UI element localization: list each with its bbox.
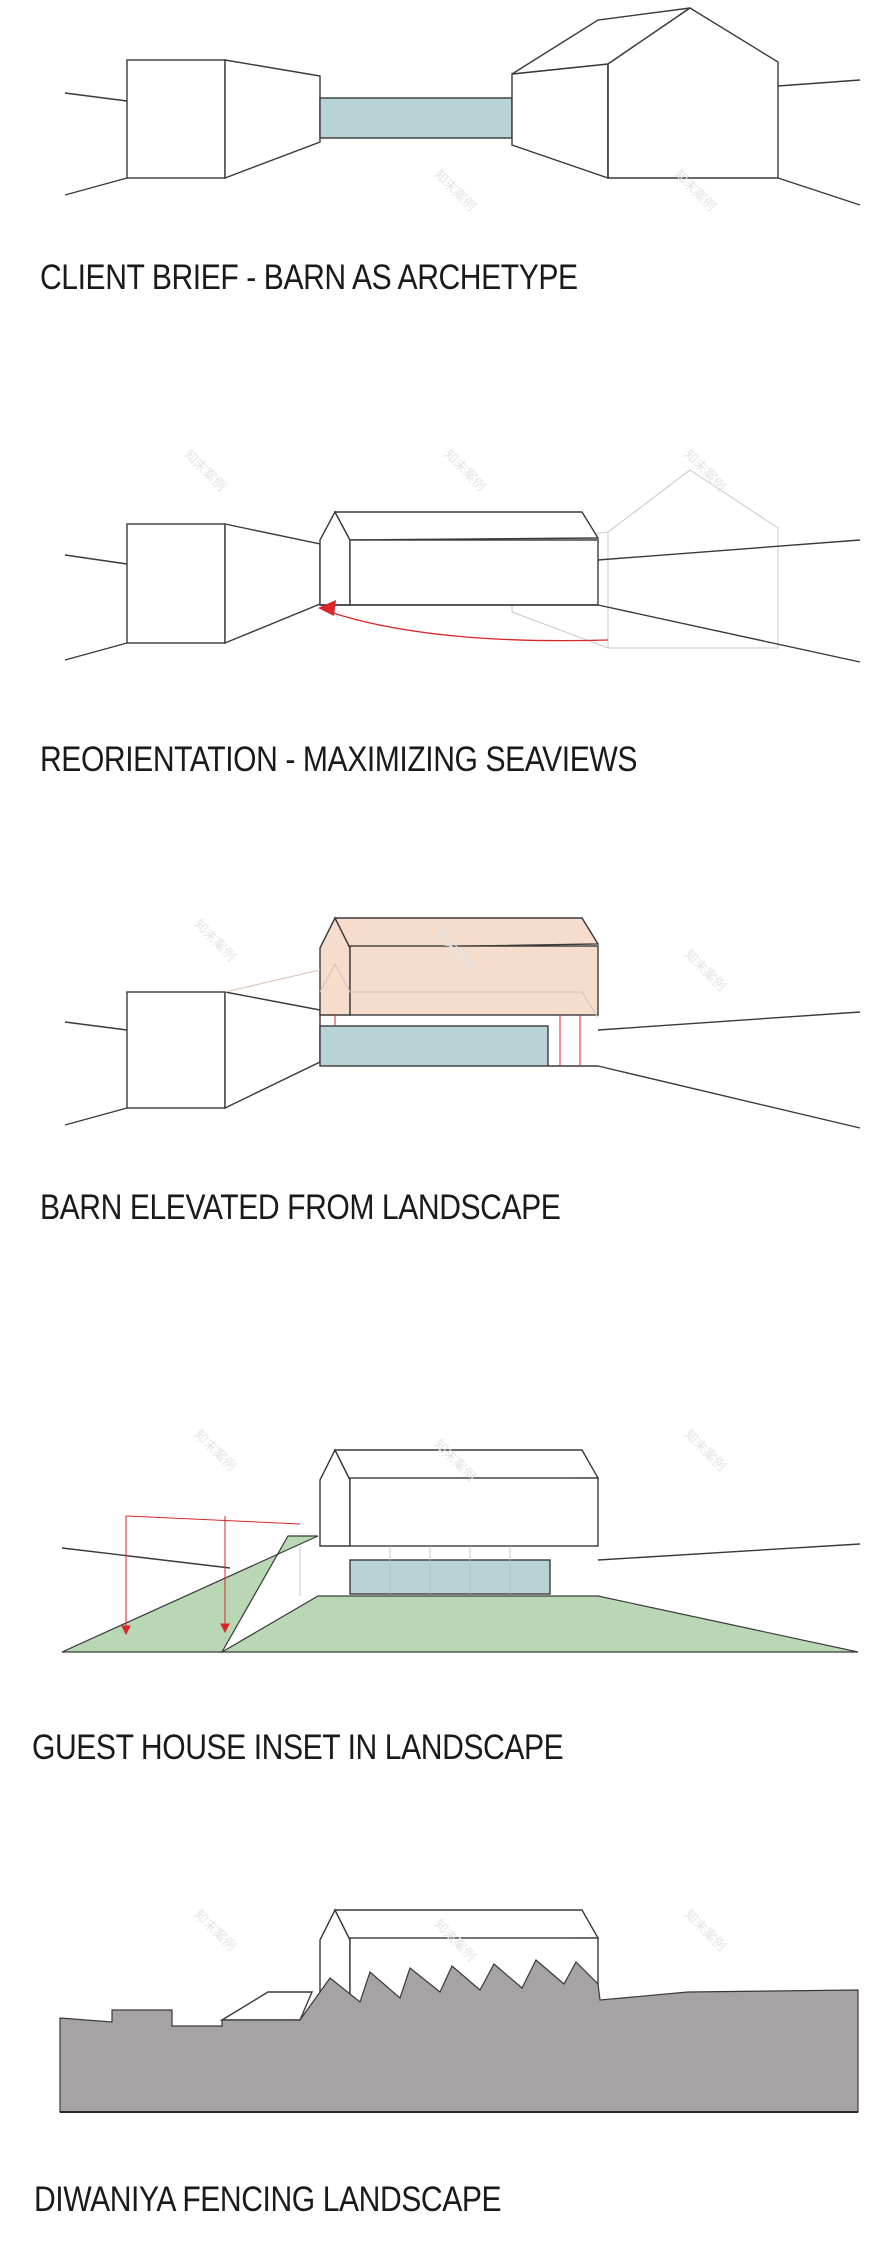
- rotation-arrowhead-icon: [318, 600, 336, 616]
- diwaniya-fence: [59, 1959, 859, 2113]
- ground-line: [64, 1107, 128, 1126]
- step-diwaniya-fencing: DIWANIYA FENCING LANDSCAPE: [0, 1880, 880, 2253]
- pool: [349, 1559, 551, 1595]
- horizon-line: [597, 539, 861, 561]
- ground-line: [597, 1065, 861, 1129]
- step-caption: GUEST HOUSE INSET IN LANDSCAPE: [32, 1728, 564, 1767]
- step-caption: BARN ELEVATED FROM LANDSCAPE: [40, 1188, 561, 1227]
- barn-elevated-drawing: [64, 916, 861, 1129]
- reorientation-drawing: [64, 469, 861, 663]
- left-building-front: [126, 523, 226, 644]
- left-building-side: [224, 59, 321, 180]
- guest-house-drawing: [61, 1448, 861, 1653]
- barn-side: [349, 1477, 599, 1547]
- horizon-line: [64, 554, 128, 565]
- ground-line: [597, 604, 861, 663]
- horizon-line: [64, 92, 128, 102]
- horizon-line: [64, 1021, 128, 1031]
- ghost-barn: [511, 469, 779, 649]
- marker-line: [125, 1515, 301, 1525]
- horizon-line: [777, 79, 861, 87]
- step-barn-elevated: BARN ELEVATED FROM LANDSCAPE: [0, 900, 880, 1250]
- step-caption: REORIENTATION - MAXIMIZING SEAVIEWS: [40, 740, 638, 779]
- arrow-down-icon: [121, 1625, 131, 1636]
- horizon-line: [61, 1547, 231, 1569]
- pool: [319, 1025, 549, 1067]
- barn-side: [349, 945, 599, 1016]
- guest-house-outline: [219, 1991, 314, 2021]
- left-building-side: [224, 991, 321, 1110]
- diwaniya-fencing-drawing: [59, 1908, 859, 2113]
- barn-roof: [333, 511, 600, 541]
- step-reorientation: REORIENTATION - MAXIMIZING SEAVIEWS: [0, 440, 880, 810]
- left-building-front: [126, 991, 226, 1109]
- horizon-line: [597, 1543, 861, 1561]
- client-brief-drawing: [64, 7, 861, 206]
- barn-roof: [333, 917, 600, 949]
- step-guest-house: GUEST HOUSE INSET IN LANDSCAPE: [0, 1420, 880, 1780]
- rotation-arrow-path: [329, 611, 609, 642]
- ground-line: [64, 177, 128, 196]
- horizon-line: [597, 1011, 861, 1031]
- arrow-down-icon: [220, 1623, 230, 1634]
- ground-line: [64, 642, 128, 661]
- left-building-side: [224, 523, 321, 645]
- barn-roof: [333, 1449, 600, 1481]
- barn-end-wall: [511, 63, 609, 179]
- left-building-front: [126, 59, 226, 179]
- barn-roof: [333, 1909, 600, 1941]
- step-client-brief: CLIENT BRIEF - BARN AS ARCHETYPE: [0, 0, 880, 320]
- pool: [319, 97, 513, 139]
- step-caption: DIWANIYA FENCING LANDSCAPE: [34, 2180, 502, 2219]
- ground-line: [777, 177, 861, 206]
- step-caption: CLIENT BRIEF - BARN AS ARCHETYPE: [40, 258, 578, 297]
- ghost-roof-line: [319, 962, 599, 1019]
- barn-side: [349, 539, 599, 606]
- grass-plane: [219, 1595, 859, 1653]
- ghost-line: [224, 969, 321, 993]
